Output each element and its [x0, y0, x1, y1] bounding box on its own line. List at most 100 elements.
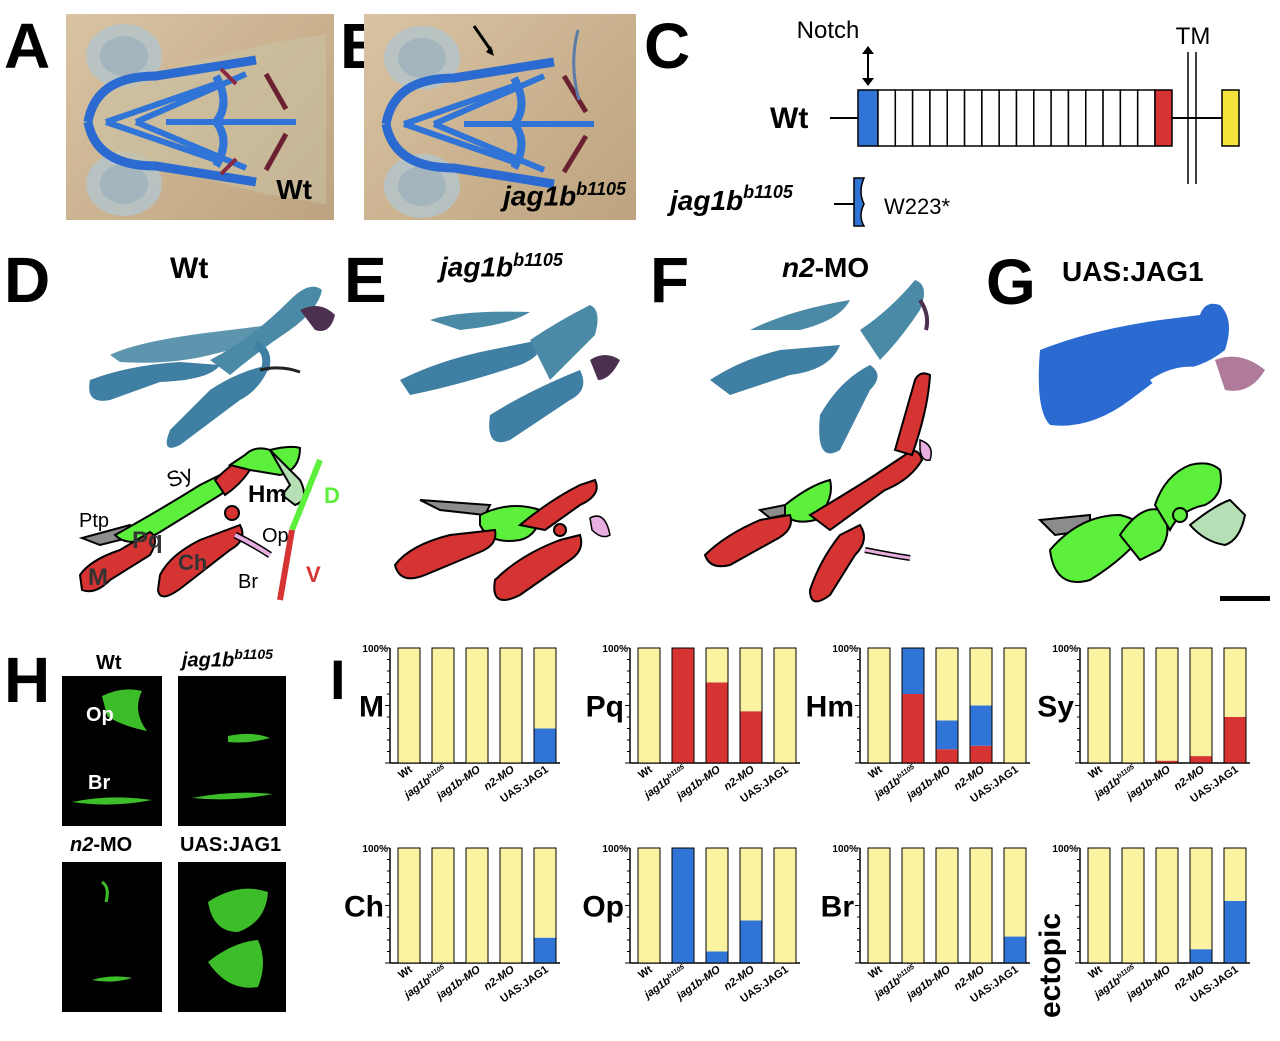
bar-segment-blue: [1224, 900, 1246, 963]
bar-outline: [705, 847, 729, 964]
h-mutant-label: jag1bb1105: [182, 646, 273, 673]
panel-c-protein-diagram: Notch TM Wt jag1bb1105 W223*: [666, 17, 1240, 227]
bar-outline: [901, 647, 925, 764]
bar-segment-blue: [534, 937, 556, 963]
bar-segment-yellow: [1156, 848, 1178, 963]
egf-repeat: [1015, 89, 1035, 147]
bar-outline: [867, 647, 891, 764]
panel-b-label-sup: b1105: [576, 178, 626, 199]
h-morph-rest: -MO: [93, 834, 133, 856]
bar-outline: [1223, 647, 1247, 764]
bar-segment-red: [970, 745, 992, 763]
bar-outline: [739, 647, 763, 764]
bar-segment-yellow: [432, 848, 454, 963]
scale-bar: [1220, 596, 1270, 601]
bar-outline: [969, 847, 993, 964]
bar-segment-yellow: [432, 648, 454, 763]
m-label: M: [88, 564, 108, 591]
bar-segment-yellow: [936, 848, 958, 963]
chart-label: Hm: [806, 691, 854, 724]
category-label: Wt: [866, 963, 885, 981]
bar-outline: [1155, 847, 1179, 964]
bar-segment-red: [672, 648, 694, 763]
bar-outline: [1155, 647, 1179, 764]
bar-segment-yellow: [500, 848, 522, 963]
bar-segment-yellow: [1190, 848, 1212, 950]
bar-outline: [1189, 647, 1213, 764]
category-label: Wt: [396, 963, 415, 981]
ptp-label: Ptp: [79, 510, 109, 532]
bar-segment-blue: [1190, 949, 1212, 963]
category-label: Wt: [636, 763, 655, 781]
bar-segment-yellow: [902, 848, 924, 963]
egf-repeat: [911, 89, 931, 147]
category-label: Wt: [1086, 763, 1105, 781]
chart-label: Br: [821, 891, 855, 924]
chart-label: M: [359, 691, 384, 724]
panel-g-cartilage: [1037, 303, 1265, 583]
bar-outline: [1087, 847, 1111, 964]
bar-segment-blue: [1004, 936, 1026, 963]
panel-f-title-italic: n2: [782, 252, 815, 283]
bar-segment-yellow: [466, 848, 488, 963]
panel-d-cartilage: Ptp Sy Hm Pq M Ch Op Br D V: [78, 286, 340, 601]
bar-outline: [969, 647, 993, 764]
egf-repeat: [929, 89, 948, 147]
h-uas-label: UAS:JAG1: [180, 834, 282, 856]
cysteine-rich-domain: [1154, 89, 1173, 147]
bar-segment-yellow: [500, 648, 522, 763]
chart-label: Ch: [344, 891, 384, 924]
bar-segment-blue: [672, 848, 694, 963]
y-tick-label: 100%: [832, 644, 858, 655]
bar-outline: [637, 847, 661, 964]
h-br-label: Br: [88, 772, 111, 794]
panel-b-photo: jag1bb1105: [364, 14, 636, 220]
bar-segment-yellow: [1224, 648, 1246, 717]
y-tick-label: 100%: [832, 844, 858, 855]
bar-segment-yellow: [1004, 848, 1026, 937]
egf-repeat: [1085, 89, 1104, 147]
bar-segment-red: [1224, 717, 1246, 763]
h-mutant-text: jag1b: [182, 649, 235, 672]
bar-outline: [499, 847, 523, 964]
egf-repeat: [998, 89, 1018, 147]
egf-repeat: [877, 89, 897, 147]
bar-outline: [637, 647, 661, 764]
chart-label: Op: [582, 891, 624, 924]
bar-outline: [935, 647, 959, 764]
egf-repeat: [1050, 89, 1070, 147]
tm-label: TM: [1176, 23, 1211, 50]
chart-label: Pq: [586, 691, 624, 724]
bar-segment-yellow: [638, 648, 660, 763]
bar-outline: [431, 847, 455, 964]
bar-outline: [671, 847, 695, 964]
bar-outline: [465, 847, 489, 964]
bar-segment-yellow: [1224, 848, 1246, 901]
panel-f-title-rest: -MO: [814, 252, 870, 283]
ch-label: Ch: [178, 550, 207, 575]
bar-outline: [499, 647, 523, 764]
ventral-label: V: [306, 562, 321, 587]
bar-outline: [533, 847, 557, 964]
bar-segment-yellow: [706, 648, 728, 683]
panel-b-label-text: jag1b: [503, 180, 577, 211]
category-label: Wt: [396, 763, 415, 781]
bar-outline: [739, 847, 763, 964]
panel-i-letter: I: [330, 648, 346, 711]
panel-f-cartilage: [703, 280, 932, 603]
y-tick-label: 100%: [602, 644, 628, 655]
panel-b-label: jag1bb1105: [503, 179, 626, 212]
y-tick-label: 100%: [362, 644, 388, 655]
category-label: Wt: [1086, 963, 1105, 981]
panel-e-cartilage: [393, 305, 620, 601]
panel-d-title: Wt: [170, 252, 209, 285]
stop-codon-label: W223*: [884, 194, 950, 219]
bar-outline: [465, 647, 489, 764]
bar-outline: [1189, 847, 1213, 964]
egf-repeat: [1102, 89, 1122, 147]
chart-label: ectopic: [1034, 913, 1067, 1018]
bar-segment-yellow: [534, 848, 556, 938]
h-morph-image: [62, 862, 162, 1012]
panel-c-letter: C: [644, 10, 691, 82]
bar-outline: [1003, 647, 1027, 764]
